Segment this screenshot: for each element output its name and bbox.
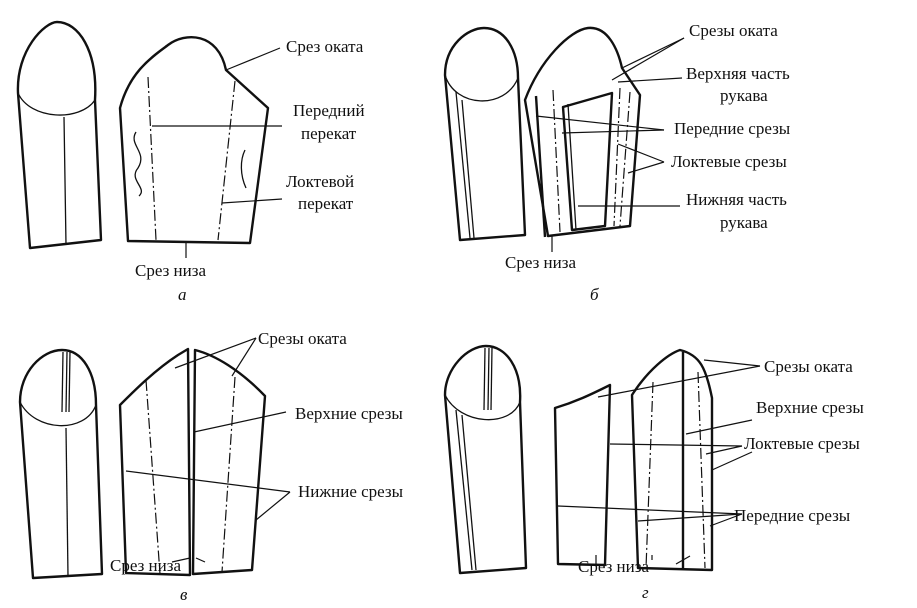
panel-v-lower-piece <box>191 348 267 576</box>
label-srez-niza-g: Срез низа <box>578 557 649 576</box>
label-nizhnyaya-2: рукава <box>720 213 768 232</box>
panel-g-upper-piece <box>630 348 714 572</box>
label-verkhnyaya-1: Верхняя часть <box>686 64 790 83</box>
panel-b-sleeve-pattern <box>523 26 642 238</box>
label-srez-okata: Срез оката <box>286 37 364 56</box>
panel-g-sleeve-view <box>443 344 528 575</box>
panel-g-lower-piece <box>553 383 612 567</box>
label-verkhnyaya-2: рукава <box>720 86 768 105</box>
label-perednie-g: Передние срезы <box>734 506 851 525</box>
label-srezy-okata-g: Срезы оката <box>764 357 853 376</box>
panel-v-sleeve-view <box>18 348 104 580</box>
label-loktevye-g: Локтевые срезы <box>744 434 860 453</box>
caption-g: г <box>642 583 649 602</box>
label-srez-niza-v: Срез низа <box>110 556 181 575</box>
caption-b: б <box>590 285 599 304</box>
label-loktevye-b: Локтевые срезы <box>671 152 787 171</box>
label-verkhnie-g: Верхние срезы <box>756 398 864 417</box>
panel-v: Срезы оката Верхние срезы Нижние срезы С… <box>18 329 404 604</box>
label-verkhnie-v: Верхние срезы <box>295 404 403 423</box>
caption-a: а <box>178 285 187 304</box>
label-loktevoy-1: Локтевой <box>286 172 354 191</box>
panel-b: Срезы оката Верхняя часть рукава Передни… <box>443 21 791 304</box>
panel-a: Срез оката Передний перекат Локтевой пер… <box>16 20 365 304</box>
label-peredniy-2: перекат <box>301 124 357 143</box>
label-perednie-b: Передние срезы <box>674 119 791 138</box>
label-srezy-okata-v: Срезы оката <box>258 329 347 348</box>
caption-v: в <box>180 585 188 604</box>
panel-g: Срезы оката Верхние срезы Локтевые срезы… <box>443 344 864 602</box>
label-peredniy-1: Передний <box>293 101 365 120</box>
label-loktevoy-2: перекат <box>298 194 354 213</box>
label-nizhnie-v: Нижние срезы <box>298 482 404 501</box>
label-srezy-okata-b: Срезы оката <box>689 21 778 40</box>
panel-a-sleeve-pattern <box>118 36 270 245</box>
panel-v-upper-piece <box>118 347 192 577</box>
label-nizhnyaya-1: Нижняя часть <box>686 190 787 209</box>
panel-b-sleeve-view <box>443 26 527 242</box>
label-srez-niza: Срез низа <box>135 261 206 280</box>
panel-a-sleeve-view <box>16 20 103 250</box>
label-srez-niza-b: Срез низа <box>505 253 576 272</box>
